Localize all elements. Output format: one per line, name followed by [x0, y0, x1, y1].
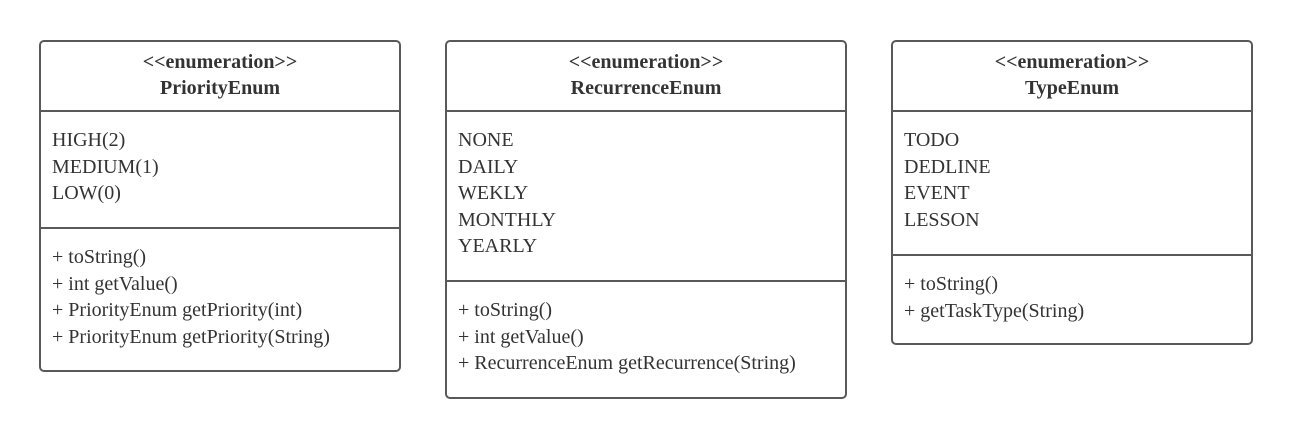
enum-literal: HIGH(2)	[52, 129, 126, 151]
method: + int getValue()	[458, 325, 584, 348]
class-name: PriorityEnum	[160, 77, 280, 99]
stereotype-label: <<enumeration>>	[568, 51, 724, 73]
stereotype-label: <<enumeration>>	[142, 51, 298, 73]
enum-literal: TODO	[904, 129, 960, 151]
enum-literal: DAILY	[458, 155, 519, 178]
class-name: TypeEnum	[1024, 77, 1120, 99]
enum-literal: DEDLINE	[904, 155, 991, 178]
method: + toString()	[904, 273, 999, 295]
class-header: <<enumeration>> PriorityEnum	[41, 42, 399, 112]
enum-literal: WEKLY	[458, 182, 529, 204]
class-box-type-enum: <<enumeration>> TypeEnum TODO DEDLINE EV…	[891, 40, 1253, 345]
method: + toString()	[52, 246, 147, 268]
method: + getTaskType(String)	[904, 299, 1085, 322]
method: + toString()	[458, 299, 553, 321]
method: + RecurrenceEnum getRecurrence(String)	[458, 352, 796, 374]
enum-literal: YEARLY	[458, 235, 538, 257]
class-header: <<enumeration>> RecurrenceEnum	[447, 42, 845, 112]
enum-literal: LESSON	[904, 208, 980, 231]
method: + PriorityEnum getPriority(String)	[52, 325, 330, 348]
class-box-recurrence-enum: <<enumeration>> RecurrenceEnum NONE DAIL…	[445, 40, 847, 399]
attributes-section: HIGH(2) MEDIUM(1) LOW(0)	[41, 112, 399, 229]
enum-literal: MEDIUM(1)	[52, 155, 159, 178]
method: + int getValue()	[52, 272, 178, 295]
methods-section: + toString() + int getValue() + Recurren…	[447, 282, 845, 377]
enum-literal: EVENT	[904, 182, 970, 204]
enum-literal: NONE	[458, 129, 514, 151]
attributes-section: NONE DAILY WEKLY MONTHLY YEARLY	[447, 112, 845, 282]
enum-literal: LOW(0)	[52, 182, 121, 204]
methods-section: + toString() + getTaskType(String)	[893, 256, 1251, 324]
stereotype-label: <<enumeration>>	[994, 51, 1150, 73]
class-name: RecurrenceEnum	[570, 77, 722, 99]
class-box-priority-enum: <<enumeration>> PriorityEnum HIGH(2) MED…	[39, 40, 401, 372]
attributes-section: TODO DEDLINE EVENT LESSON	[893, 112, 1251, 256]
method: + PriorityEnum getPriority(int)	[52, 299, 303, 321]
enum-literal: MONTHLY	[458, 208, 556, 231]
methods-section: + toString() + int getValue() + Priority…	[41, 229, 399, 350]
class-header: <<enumeration>> TypeEnum	[893, 42, 1251, 112]
